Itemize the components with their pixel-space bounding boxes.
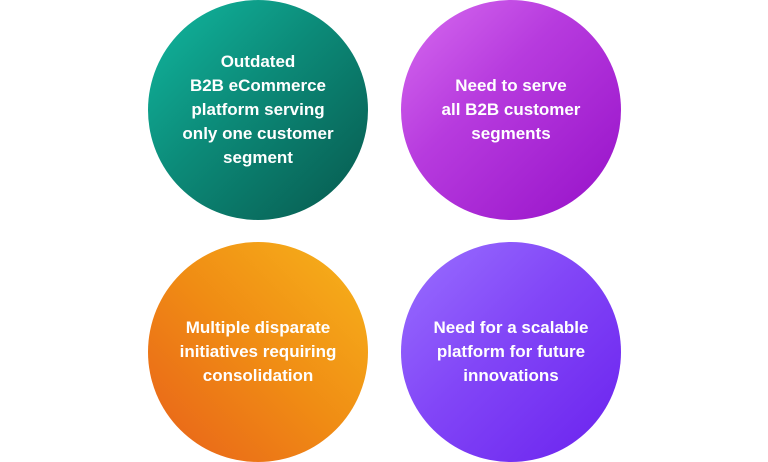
challenge-text: Multiple disparate initiatives requiring… — [179, 318, 337, 385]
challenge-circle-outdated-platform: Outdated B2B eCommerce platform serving … — [148, 0, 368, 220]
challenge-text: Outdated B2B eCommerce platform serving … — [182, 52, 334, 167]
challenge-circle-serve-segments: Need to serve all B2B customer segments — [401, 0, 621, 220]
challenge-text: Need to serve all B2B customer segments — [441, 76, 581, 143]
challenge-text: Need for a scalable platform for future … — [433, 318, 589, 385]
challenge-circle-scalable-platform: Need for a scalable platform for future … — [401, 242, 621, 462]
challenge-circle-consolidation: Multiple disparate initiatives requiring… — [148, 242, 368, 462]
